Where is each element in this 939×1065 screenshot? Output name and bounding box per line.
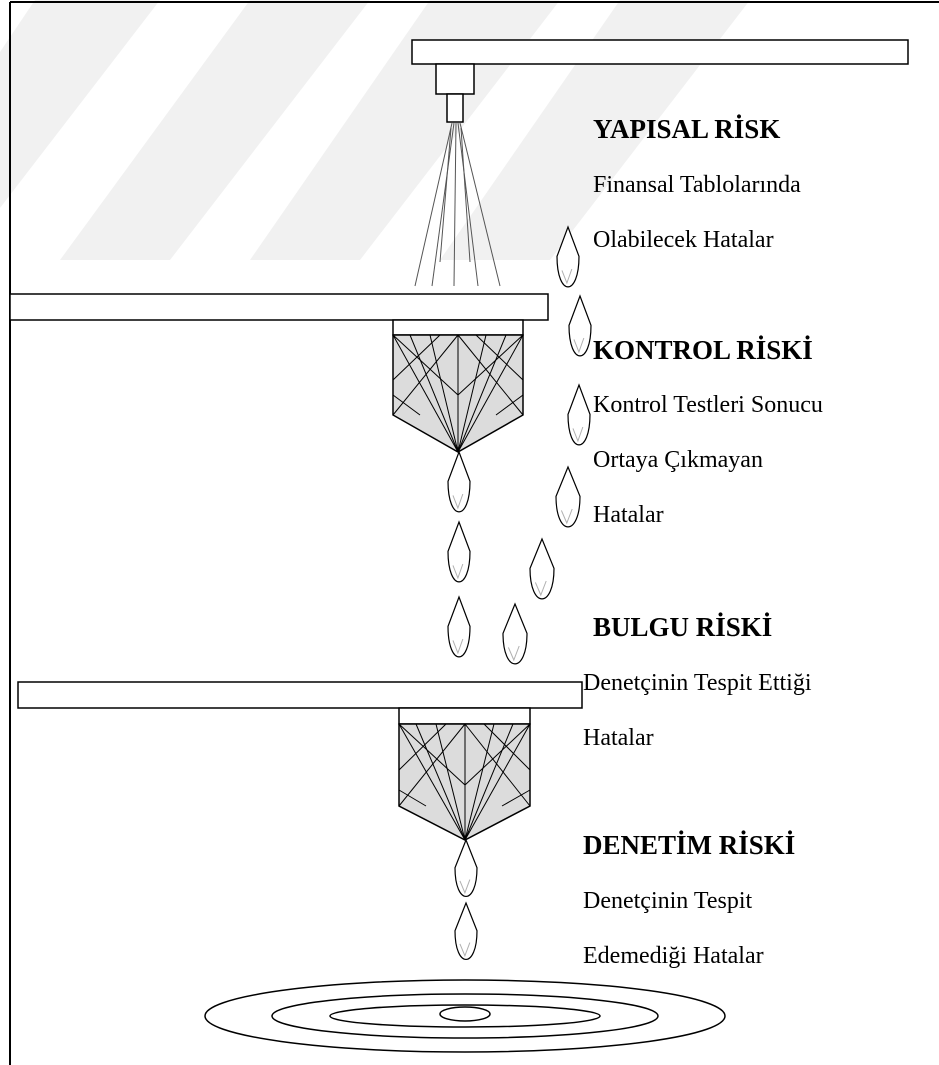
water-drop-icon bbox=[568, 294, 592, 357]
denetim-riski-heading: DENETİM RİSKİ bbox=[583, 830, 796, 860]
yapisal-risk-line-1: Finansal Tablolarında bbox=[593, 172, 801, 198]
kontrol-riski-line-1: Kontrol Testleri Sonucu bbox=[593, 392, 823, 418]
kontrol-riski-line-3: Hatalar bbox=[593, 502, 664, 528]
water-drop-icon bbox=[502, 602, 528, 665]
bulgu-riski-line-2: Hatalar bbox=[583, 725, 654, 751]
denetim-riski-line-2: Edemediği Hatalar bbox=[583, 943, 764, 969]
control-shelf bbox=[9, 293, 549, 321]
kontrol-riski-line-2: Ortaya Çıkmayan bbox=[593, 447, 763, 473]
detection-filter-icon bbox=[398, 723, 531, 841]
detection-shelf bbox=[17, 681, 583, 709]
water-drop-icon bbox=[447, 595, 471, 658]
water-spray bbox=[414, 122, 501, 287]
bulgu-riski-heading: BULGU RİSKİ bbox=[593, 612, 773, 642]
detection-filter-rim bbox=[398, 707, 531, 725]
denetim-riski-line-1: Denetçinin Tespit bbox=[583, 888, 753, 914]
water-drops bbox=[447, 225, 592, 961]
water-drop-icon bbox=[447, 450, 471, 513]
water-drop-icon bbox=[529, 537, 555, 600]
watermark-logo bbox=[0, 0, 750, 260]
faucet-icon bbox=[435, 63, 475, 123]
water-drop-icon bbox=[454, 901, 478, 961]
water-drop-icon bbox=[447, 520, 471, 583]
kontrol-riski-heading: KONTROL RİSKİ bbox=[593, 335, 813, 365]
bulgu-riski-line-1: Denetçinin Tespit Ettiği bbox=[583, 670, 812, 696]
control-filter-rim bbox=[392, 319, 524, 336]
water-drop-icon bbox=[556, 225, 580, 288]
top-pipe bbox=[411, 39, 909, 65]
water-drop-icon bbox=[567, 383, 591, 446]
yapisal-risk-line-2: Olabilecek Hatalar bbox=[593, 227, 774, 253]
yapisal-risk-heading: YAPISAL RİSK bbox=[593, 114, 781, 144]
water-ripple-icon bbox=[204, 979, 726, 1053]
control-filter-icon bbox=[392, 334, 524, 453]
water-drop-icon bbox=[454, 838, 478, 898]
water-drop-icon bbox=[555, 465, 581, 528]
